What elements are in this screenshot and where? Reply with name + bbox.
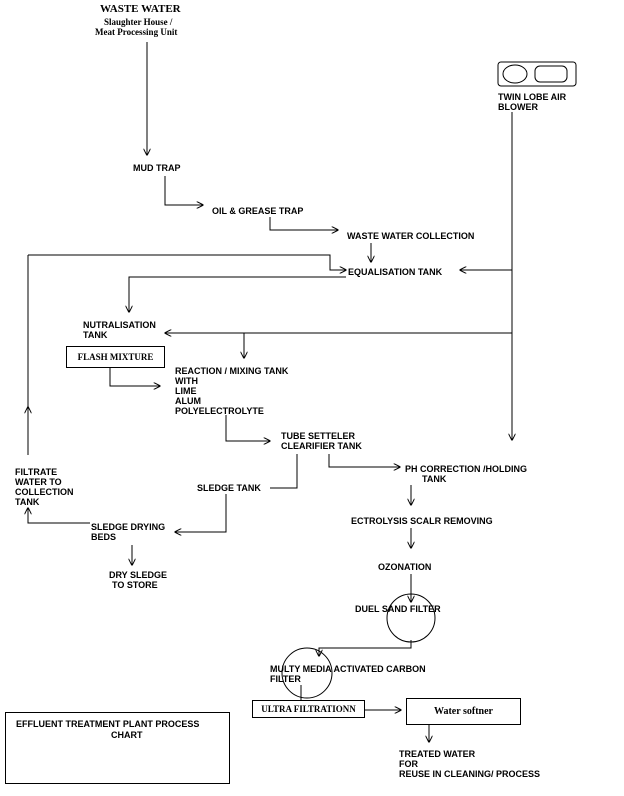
air-blower-icon [497, 61, 577, 87]
node-multy-media-line2: FILTER [270, 674, 301, 684]
node-nutralisation-line2: TANK [83, 330, 108, 340]
connector-equalisation-to-nutralisation [129, 276, 346, 312]
node-drying-beds-line1: SLEDGE DRYING [91, 522, 166, 532]
node-multy-media-line1: MULTY MEDIA ACTIVATED CARBON [270, 664, 426, 674]
node-waste-water-line1: Slaughter House / [104, 17, 173, 27]
connector-reaction-to-tube [225, 415, 270, 441]
node-duel-sand-filter: DUEL SAND FILTER [355, 604, 441, 614]
node-equalisation-tank: EQUALISATION TANK [348, 267, 443, 277]
node-mud-trap: MUD TRAP [133, 163, 181, 173]
node-sledge-tank: SLEDGE TANK [197, 483, 261, 493]
node-dry-sledge-line1: DRY SLEDGE [109, 570, 168, 580]
node-tube-setteler-line2: CLEARIFIER TANK [281, 441, 362, 451]
sand-filter-circle [386, 593, 436, 643]
connector-return-top [28, 254, 346, 270]
node-reaction-line2: WITH [175, 376, 198, 386]
connector-sledge-to-drying [175, 494, 227, 532]
legend-line2: CHART [111, 730, 143, 740]
node-nutralisation-line1: NUTRALISATION [83, 320, 156, 330]
node-reaction-line3: LIME [175, 386, 197, 396]
node-drying-beds-line2: BEDS [91, 532, 117, 542]
node-ultra-filtration: ULTRA FILTRATIONN [252, 700, 365, 718]
node-filtrate-line4: TANK [15, 497, 40, 507]
node-waste-water-line2: Meat Processing Unit [95, 27, 178, 37]
node-reaction-line5: POLYELECTROLYTE [175, 406, 264, 416]
node-ph-correction-line2: TANK [422, 474, 447, 484]
node-treated-line1: TREATED WATER [399, 749, 476, 759]
node-ozonation: OZONATION [378, 562, 432, 572]
node-waste-water-collection: WASTE WATER COLLECTION [347, 231, 475, 241]
connector-tube-to-ph [328, 454, 400, 467]
node-water-softner: Water softner [406, 698, 521, 725]
node-tube-setteler-line1: TUBE SETTELER [281, 431, 356, 441]
node-twin-lobe-line1: TWIN LOBE AIR [498, 92, 567, 102]
node-treated-line2: FOR [399, 759, 418, 769]
node-filtrate-line3: COLLECTION [15, 487, 74, 497]
connector-sand-to-multy [319, 640, 412, 656]
node-reaction-line4: ALUM [175, 396, 201, 406]
carbon-filter-circle [281, 647, 333, 699]
node-ph-correction-line1: PH CORRECTION /HOLDING [405, 464, 528, 474]
connector-mudtrap-to-oil [164, 176, 203, 205]
node-filtrate-line2: WATER TO [15, 477, 62, 487]
legend-line1: EFFLUENT TREATMENT PLANT PROCESS [16, 719, 200, 729]
node-reaction-line1: REACTION / MIXING TANK [175, 366, 289, 376]
node-oil-grease-trap: OIL & GREASE TRAP [212, 206, 304, 216]
node-ectrolysis: ECTROLYSIS SCALR REMOVING [351, 516, 493, 526]
connector-oil-to-collection [269, 217, 338, 230]
node-filtrate-line1: FILTRATE [15, 467, 58, 477]
legend-box: EFFLUENT TREATMENT PLANT PROCESS CHART [5, 712, 230, 784]
connector-drying-to-filtrate [28, 508, 90, 524]
connector-flash-to-reaction [109, 368, 160, 386]
node-flash-mixture: FLASH MIXTURE [66, 346, 165, 368]
connector-tube-to-sledge [270, 454, 298, 489]
node-treated-line3: REUSE IN CLEANING/ PROCESS [399, 769, 541, 779]
node-twin-lobe-line2: BLOWER [498, 102, 538, 112]
node-waste-water-title: WASTE WATER [100, 3, 181, 15]
node-dry-sledge-line2: TO STORE [112, 580, 158, 590]
